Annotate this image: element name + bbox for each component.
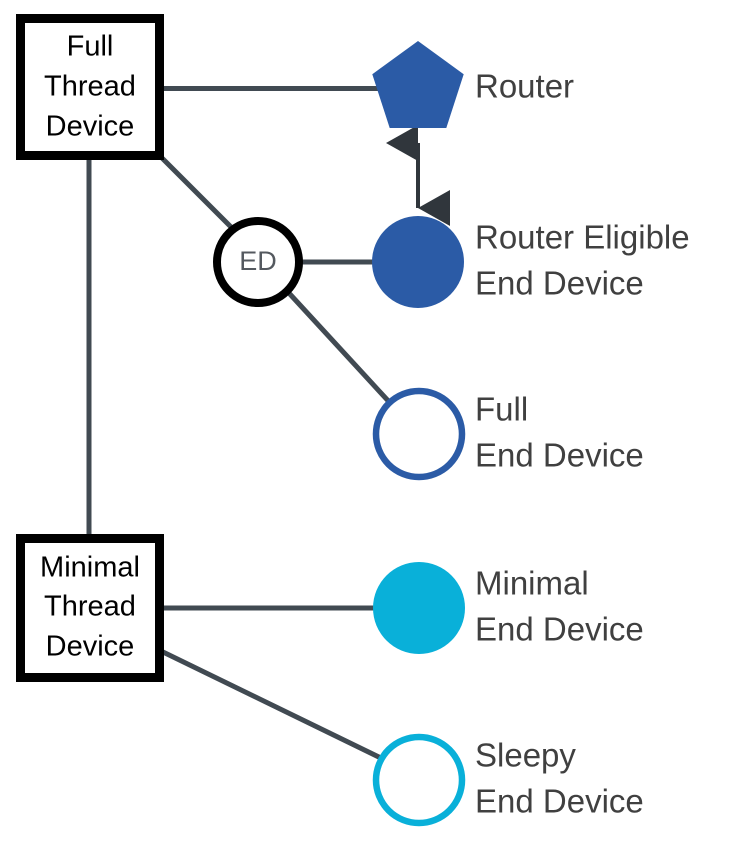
router-label: Router: [475, 68, 574, 105]
minimal-thread-device-label-line1: Minimal: [40, 552, 140, 584]
connector-layer: [86, 86, 394, 763]
minimal-end-device-circle-icon: [373, 562, 465, 654]
router-eligible-end-device-label-line1: Router Eligible: [475, 219, 690, 256]
node-minimal-thread-device[interactable]: Minimal Thread Device: [16, 534, 164, 682]
full-thread-device-label-line1: Full: [67, 31, 114, 63]
full-end-device-label-line1: Full: [475, 391, 528, 428]
node-end-device-hub[interactable]: ED: [213, 217, 303, 307]
legend-item-full-end-device[interactable]: Full End Device: [372, 387, 644, 481]
sleepy-end-device-label-line1: Sleepy: [475, 737, 576, 774]
sleepy-end-device-label-line2: End Device: [475, 783, 644, 820]
node-full-thread-device[interactable]: Full Thread Device: [16, 14, 164, 160]
legend-item-router-eligible-end-device[interactable]: Router Eligible End Device: [372, 216, 690, 308]
full-thread-device-label-line2: Thread: [44, 71, 136, 103]
full-end-device-label-line2: End Device: [475, 437, 644, 474]
connector-mtd-to-sleepy-end-device: [161, 649, 387, 763]
full-end-device-circle-icon: [372, 387, 466, 481]
router-eligible-end-device-circle-icon: [372, 216, 464, 308]
minimal-end-device-label-line2: End Device: [475, 611, 644, 648]
minimal-thread-device-label-line3: Device: [46, 631, 135, 663]
end-device-hub-circle: [213, 217, 303, 307]
legend-item-router[interactable]: Router: [372, 41, 574, 128]
connector-ed-to-full-end-device: [286, 290, 394, 407]
router-eligible-end-device-label-line2: End Device: [475, 265, 644, 302]
end-device-hub-label: ED: [239, 246, 277, 276]
legend-item-minimal-end-device[interactable]: Minimal End Device: [373, 562, 644, 654]
full-thread-device-box: [16, 14, 164, 160]
minimal-end-device-label-line1: Minimal: [475, 565, 589, 602]
minimal-thread-device-label-line2: Thread: [44, 591, 136, 623]
minimal-thread-device-box: [16, 534, 164, 682]
full-thread-device-label-line3: Device: [46, 111, 135, 143]
sleepy-end-device-circle-icon: [372, 733, 466, 827]
connector-ftd-to-ed: [158, 154, 234, 230]
router-pentagon-icon: [372, 41, 464, 128]
legend-item-sleepy-end-device[interactable]: Sleepy End Device: [372, 733, 644, 827]
